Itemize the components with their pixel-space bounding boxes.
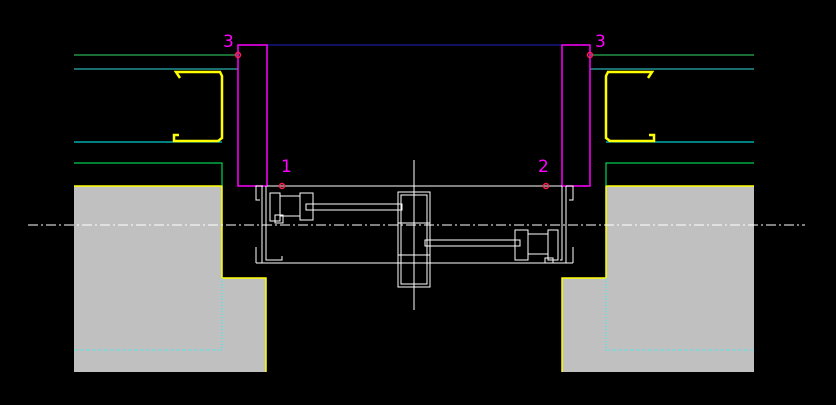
marker-1 xyxy=(278,182,286,190)
label-2: 2 xyxy=(538,157,549,177)
marker-3-right xyxy=(586,51,594,59)
label-1: 1 xyxy=(281,157,292,177)
right-cladding-panel xyxy=(561,44,591,187)
reference-markers xyxy=(234,51,594,190)
label-3-left: 3 xyxy=(223,32,234,52)
right-steel-stud xyxy=(604,70,656,143)
right-concrete-wall xyxy=(561,185,754,372)
left-steel-stud xyxy=(172,70,224,143)
left-cladding-panel xyxy=(237,44,268,187)
marker-2 xyxy=(542,182,550,190)
label-3-right: 3 xyxy=(595,32,606,52)
marker-3-left xyxy=(234,51,242,59)
window-frame-section xyxy=(255,185,574,288)
left-concrete-wall xyxy=(74,185,267,372)
